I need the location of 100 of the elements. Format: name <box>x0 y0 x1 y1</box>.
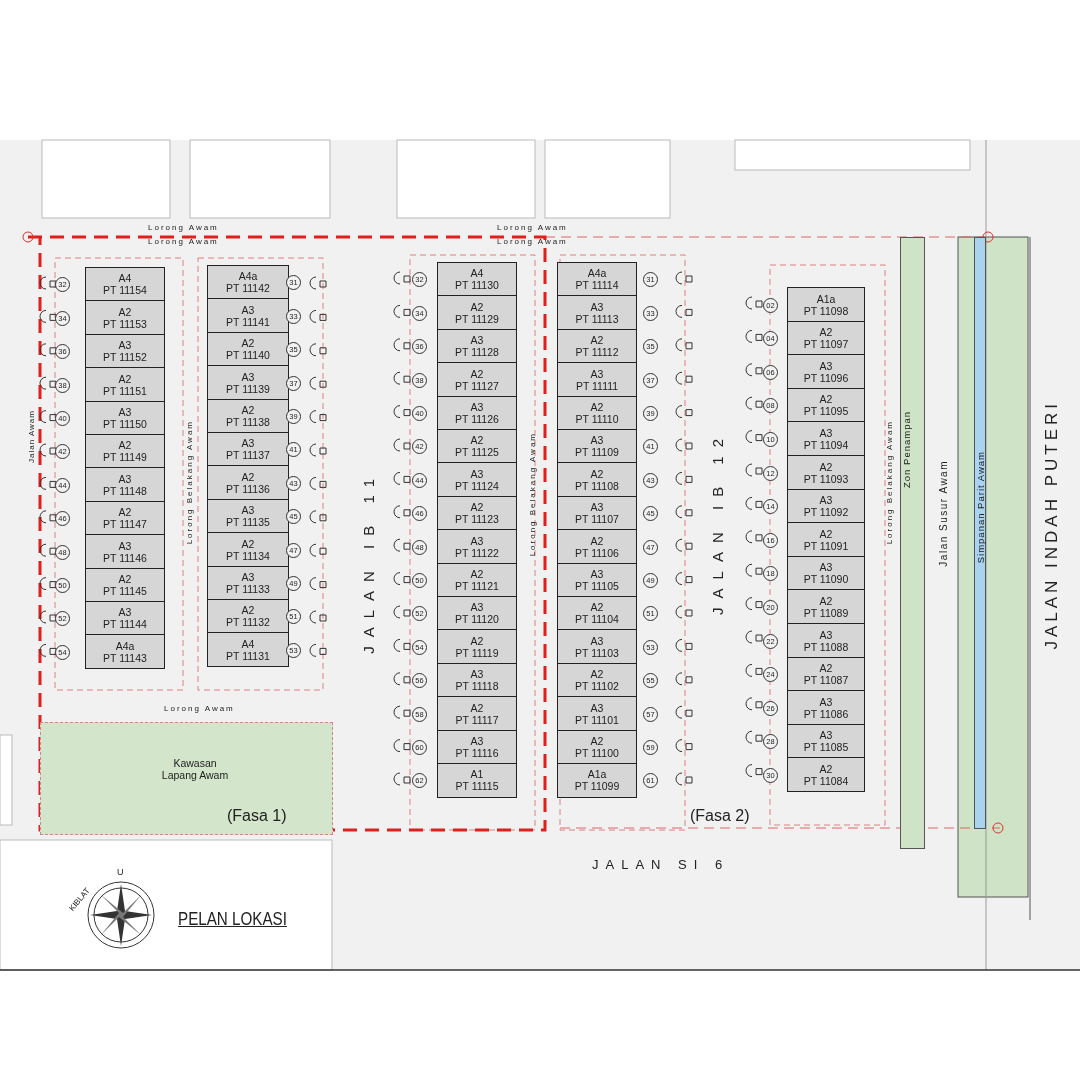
unit-type-label: A3 <box>470 334 484 347</box>
lot-plot <box>207 632 289 668</box>
lot-number-label: PT 11109 <box>575 446 619 459</box>
lot-number-label: PT 11142 <box>226 282 270 295</box>
lot-number-label: PT 11101 <box>575 713 619 726</box>
lot-number-label: PT 11134 <box>226 549 270 562</box>
lot-number-label: PT 11118 <box>455 680 499 693</box>
lot-number-label: PT 11125 <box>455 446 499 459</box>
lot-plot <box>437 462 517 498</box>
lot-number-label: PT 11099 <box>574 780 620 793</box>
lot-plot <box>85 300 165 336</box>
lot-plot <box>85 534 165 570</box>
lot-number-label: PT 11135 <box>226 516 270 529</box>
unit-type-label: A3 <box>819 729 833 742</box>
road-name: Jalan Awam <box>27 410 36 463</box>
lot-plot <box>85 467 165 503</box>
lot-plot <box>207 298 289 334</box>
road-name: JALAN INDAH PUTERI <box>1042 400 1062 650</box>
lot-plot <box>557 362 637 398</box>
unit-type-label: A2 <box>241 537 255 550</box>
area-label: Kawasan Lapang Awam <box>161 757 229 781</box>
unit-type-label: A2 <box>470 367 484 380</box>
unit-type-label: A3 <box>118 472 132 485</box>
unit-type-label: A2 <box>470 568 484 581</box>
lot-number-label: PT 11113 <box>575 312 619 325</box>
lane-name: Lorong Belakang Awam <box>885 420 894 545</box>
lot-plot <box>557 596 637 631</box>
lot-number-label: PT 11094 <box>803 438 849 451</box>
plan-title: PELAN LOKASI <box>178 908 287 930</box>
unit-type-label: A2 <box>118 573 132 586</box>
lot-number-label: PT 11124 <box>455 479 499 492</box>
lot-number-label: PT 11105 <box>575 580 619 593</box>
lot-number-label: PT 11152 <box>103 351 147 364</box>
lot-number-label: PT 11153 <box>103 317 147 330</box>
unit-type-label: A2 <box>590 334 604 347</box>
lot-number-label: PT 11117 <box>455 713 499 726</box>
phase-label: (Fasa 2) <box>690 807 750 825</box>
lot-plot <box>787 522 865 558</box>
lot-number-label: PT 11154 <box>103 284 147 297</box>
unit-type-label: A3 <box>590 501 604 514</box>
unit-type-label: A3 <box>470 668 484 681</box>
unit-type-label: A3 <box>590 701 604 714</box>
lot-number-label: PT 11128 <box>455 346 499 359</box>
lot-number-label: PT 11139 <box>226 382 270 395</box>
unit-type-label: A2 <box>590 534 604 547</box>
unit-type-label: A2 <box>590 401 604 414</box>
unit-type-label: A2 <box>118 305 132 318</box>
lot-plot <box>787 421 865 457</box>
lot-plot <box>437 362 517 398</box>
unit-type-label: A3 <box>470 401 484 414</box>
lot-number-label: PT 11151 <box>103 384 147 397</box>
lot-number-label: PT 11089 <box>803 606 849 619</box>
unit-type-label: A3 <box>241 571 255 584</box>
unit-type-label: A3 <box>590 300 604 313</box>
lot-plot <box>437 429 517 464</box>
open-space-area <box>40 722 333 835</box>
unit-type-label: A2 <box>819 460 833 473</box>
road-name: JALAN IB 11 <box>360 470 377 654</box>
unit-type-label: A3 <box>819 695 833 708</box>
lot-number-label: PT 11098 <box>803 304 849 317</box>
unit-type-label: A4 <box>118 272 132 285</box>
lot-plot <box>557 763 637 798</box>
lot-plot <box>85 267 165 302</box>
lot-number-label: PT 11123 <box>455 513 499 526</box>
lot-number-label: PT 11086 <box>803 707 849 720</box>
lot-plot <box>437 596 517 631</box>
road-name: JALAN IB 12 <box>709 430 726 615</box>
lot-number-label: PT 11095 <box>803 405 849 418</box>
unit-type-label: A3 <box>118 539 132 552</box>
lot-number-label: PT 11091 <box>803 539 849 552</box>
lot-number-label: PT 11147 <box>103 518 147 531</box>
unit-type-label: A1 <box>470 768 484 781</box>
lot-number-label: PT 11112 <box>575 346 619 359</box>
lot-number-label: PT 11085 <box>803 741 849 754</box>
lot-number-label: PT 11137 <box>226 449 270 462</box>
lot-plot <box>557 295 637 331</box>
unit-type-label: A3 <box>590 568 604 581</box>
lot-number-label: PT 11090 <box>803 573 849 586</box>
lot-plot <box>85 634 165 670</box>
lot-plot <box>787 690 865 726</box>
lot-number-label: PT 11144 <box>103 618 147 631</box>
unit-type-label: A2 <box>470 300 484 313</box>
lot-plot <box>437 696 517 732</box>
phase-label: (Fasa 1) <box>227 807 287 825</box>
lot-number-label: PT 11107 <box>575 513 619 526</box>
lot-number-label: PT 11084 <box>803 774 849 787</box>
unit-type-label: A3 <box>819 494 833 507</box>
lot-plot <box>207 432 289 467</box>
lot-plot <box>207 465 289 501</box>
unit-type-label: A3 <box>470 735 484 748</box>
unit-type-label: A2 <box>819 594 833 607</box>
lot-number-label: PT 11088 <box>803 640 849 653</box>
unit-type-label: A4a <box>238 270 258 283</box>
lot-number-label: PT 11127 <box>455 379 499 392</box>
road-name: JALAN SI 6 <box>592 857 730 872</box>
unit-type-label: A3 <box>590 367 604 380</box>
lot-plot <box>437 763 517 798</box>
unit-type-label: A2 <box>590 467 604 480</box>
lot-plot <box>85 434 165 469</box>
lot-number-label: PT 11104 <box>575 613 619 626</box>
